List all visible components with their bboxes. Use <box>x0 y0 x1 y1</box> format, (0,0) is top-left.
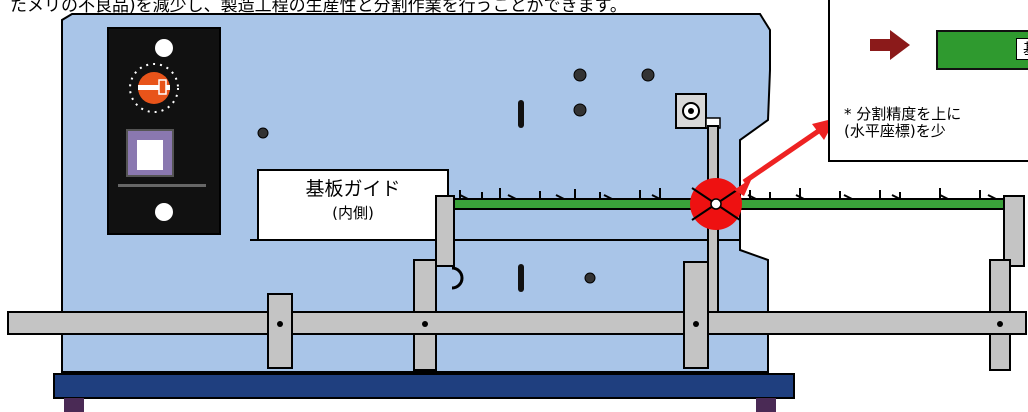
rail-clamp[interactable] <box>683 261 709 369</box>
note-box: 基 * 分割精度を上に (水平座標)を少 <box>828 0 1028 162</box>
lower-blade-arm <box>707 214 719 316</box>
note-line-2: (水平座標)を少 <box>844 122 946 140</box>
body-screw-icon <box>573 68 587 82</box>
machine-foot <box>756 398 776 412</box>
right-arrow-icon <box>870 30 910 60</box>
guide-label: 基板ガイド (内側) <box>258 170 448 240</box>
cutter-adjust-knob[interactable] <box>675 93 721 129</box>
horizontal-rail <box>7 311 1027 335</box>
body-screw-icon <box>257 127 269 139</box>
guide-block-right[interactable] <box>989 195 1025 371</box>
body-screw-icon <box>573 103 587 117</box>
machine-foot <box>64 398 84 412</box>
body-screw-icon <box>641 68 655 82</box>
panel-label-strip <box>118 184 206 187</box>
body-arc <box>451 266 464 290</box>
guide-label-sub: (内側) <box>332 204 374 222</box>
body-screw-icon <box>584 272 596 284</box>
body-slot <box>518 100 524 128</box>
panel-screw-top-icon <box>155 39 173 57</box>
panel-screw-bottom-icon <box>155 203 173 221</box>
dial-knob-icon[interactable] <box>129 63 179 113</box>
note-text: * 分割精度を上に (水平座標)を少 <box>844 106 961 140</box>
note-line-1: * 分割精度を上に <box>844 105 962 123</box>
rail-clamp[interactable] <box>422 321 428 327</box>
guide-label-main: 基板ガイド <box>305 178 401 200</box>
square-push-button-icon[interactable] <box>126 129 174 177</box>
control-panel <box>107 27 221 235</box>
guide-label-panel <box>257 169 449 241</box>
top-caption: たメリの不良品)を減少し、製造工程の生産性と分割作業を行うことができます。 <box>10 0 627 16</box>
note-green-bar: 基 <box>936 30 1028 70</box>
rail-clamp[interactable] <box>267 293 293 369</box>
base-plate <box>53 373 795 399</box>
cut-point-marker <box>690 178 742 230</box>
body-slot <box>518 264 524 292</box>
rail-clamp-pin-icon <box>997 321 1003 327</box>
note-chip: 基 <box>1016 38 1028 60</box>
